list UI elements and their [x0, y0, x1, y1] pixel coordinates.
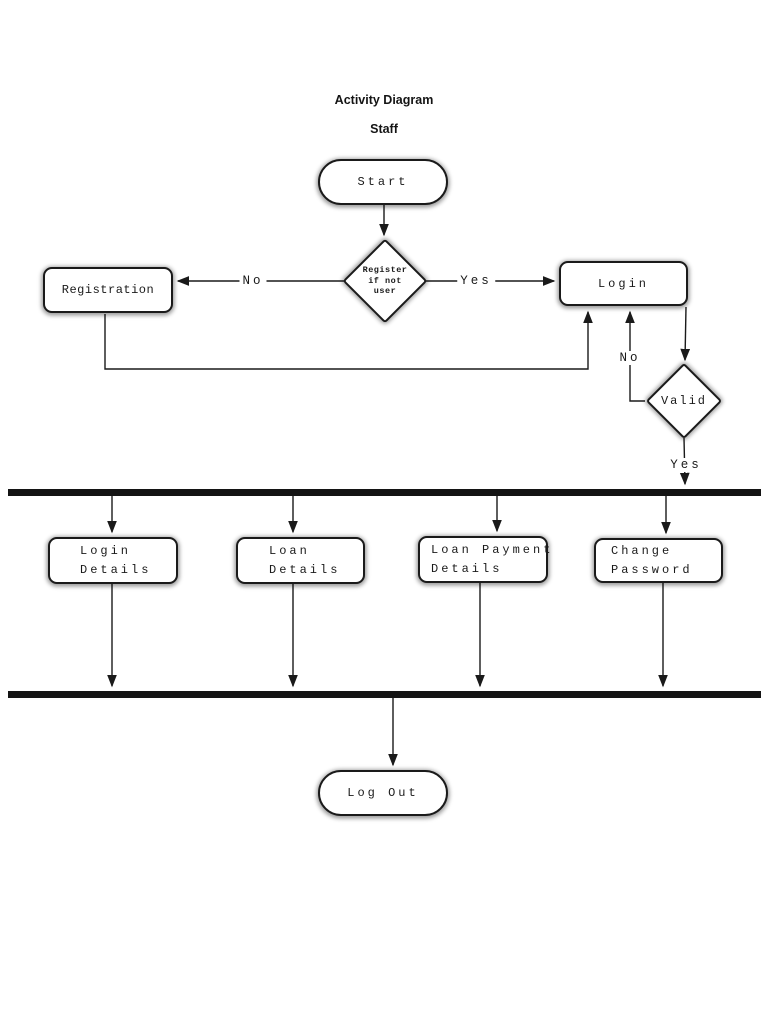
- register-decision-label: Register if not user: [340, 255, 430, 307]
- login-node: Login: [559, 261, 688, 306]
- login-details-line1: Login: [80, 543, 132, 558]
- edge-label-no: No: [239, 274, 267, 288]
- edge-label-yes: Yes: [457, 274, 495, 288]
- join-bar: [8, 691, 761, 698]
- edge-label-valid-no: No: [616, 351, 644, 365]
- valid-decision-text: Valid: [660, 394, 707, 408]
- log-out-node-label: Log Out: [347, 786, 419, 800]
- start-node-label: Start: [357, 175, 409, 189]
- loan-details-line1: Loan: [269, 543, 310, 558]
- loan-payment-details-line1: Loan Payment: [431, 542, 554, 557]
- login-node-label: Login: [597, 276, 649, 291]
- edge-login-to-valid: [680, 306, 691, 362]
- loan-payment-details-line2: Details: [431, 561, 503, 576]
- change-password-node: Change Password: [594, 538, 723, 583]
- edge-label-valid-yes: Yes: [667, 458, 705, 472]
- login-details-line2: Details: [80, 562, 152, 577]
- edge-valid-no-to-login: [625, 310, 645, 402]
- log-out-node: Log Out: [318, 770, 448, 816]
- valid-decision-label: Valid: [644, 388, 724, 414]
- registration-node: Registration: [43, 267, 173, 313]
- change-password-line1: Change: [611, 543, 673, 558]
- fork-bar: [8, 489, 761, 496]
- login-details-node: Login Details: [48, 537, 178, 584]
- register-decision-line3: user: [373, 286, 397, 297]
- diagram-title: Activity Diagram: [334, 93, 434, 107]
- loan-payment-details-node: Loan Payment Details: [418, 536, 550, 583]
- loan-details-line2: Details: [269, 562, 341, 577]
- register-decision-line1: Register: [362, 265, 408, 276]
- change-password-line2: Password: [611, 562, 693, 577]
- registration-node-label: Registration: [61, 283, 155, 297]
- register-decision-line2: if not: [368, 275, 402, 286]
- edge-registration-to-login: [104, 310, 593, 370]
- start-node: Start: [318, 159, 448, 205]
- diagram-subtitle: Staff: [370, 122, 398, 136]
- loan-details-node: Loan Details: [236, 537, 365, 584]
